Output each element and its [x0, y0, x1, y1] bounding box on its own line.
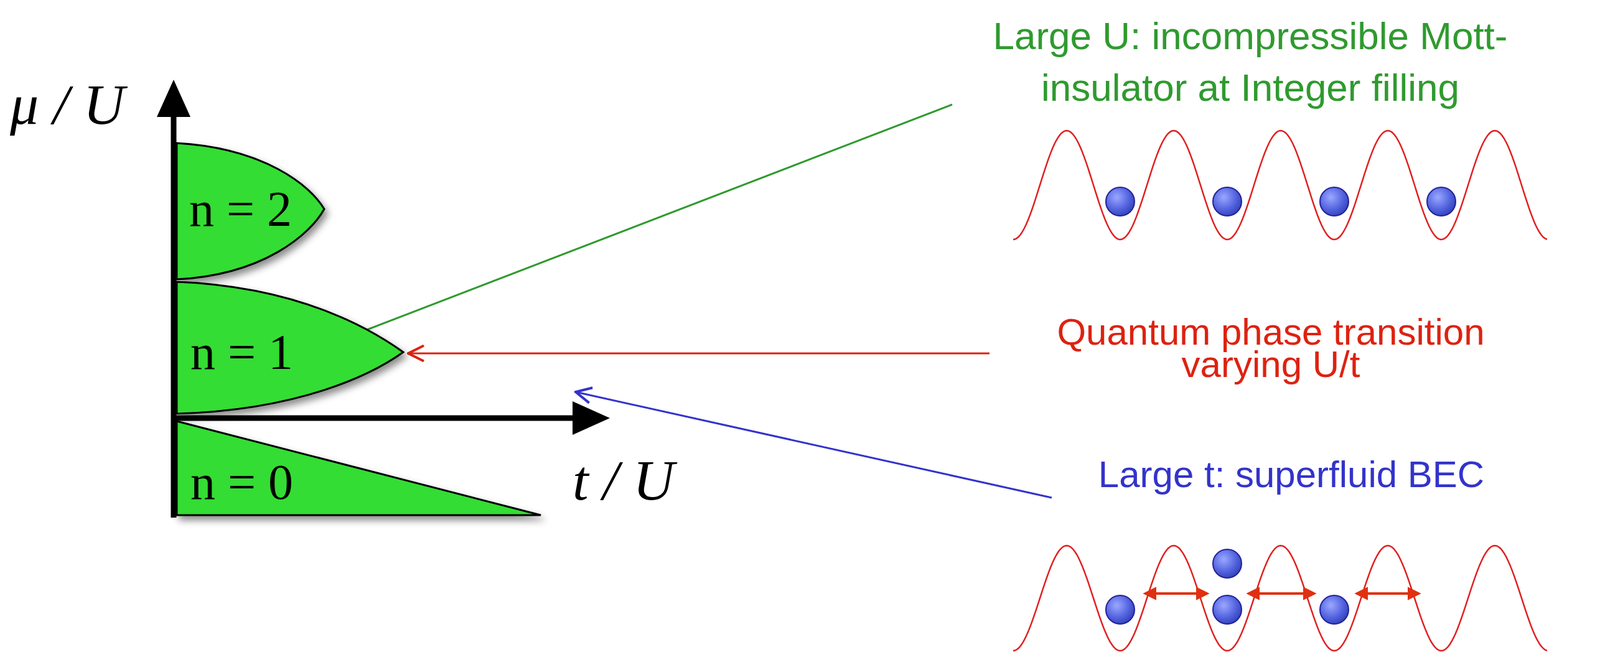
atom: [1212, 595, 1242, 625]
atom: [1105, 595, 1135, 625]
filling-label: n = 2: [189, 184, 292, 234]
phase-lobe: n = 1: [176, 280, 408, 416]
leader-arrow: [408, 352, 990, 355]
atom: [1319, 595, 1349, 625]
filling-label: n = 1: [190, 327, 294, 378]
lobe-outline: [176, 143, 325, 280]
hopping-arrow: [1248, 592, 1315, 595]
lattice-potential: [1013, 130, 1548, 240]
lattice-potential: [1013, 545, 1548, 651]
annotation: Large U: incompressible Mott-insulator a…: [939, 9, 1562, 114]
phase-lobe: n = 2: [176, 141, 330, 281]
atom: [1319, 187, 1349, 216]
lobe-outline: [176, 281, 404, 414]
annotation: Large t: superfluid BEC: [1098, 452, 1485, 498]
hopping-arrow: [1356, 592, 1419, 595]
atom: [1212, 187, 1242, 216]
hopping-arrow: [1145, 592, 1208, 595]
axis-arrowhead: [572, 401, 610, 436]
axis-label: t / U: [572, 451, 675, 510]
phase-lobe: n = 0: [176, 421, 544, 516]
atom: [1212, 549, 1242, 579]
t-axis: [171, 415, 576, 422]
axis-label: μ / U: [9, 75, 125, 134]
lobe-outline: [176, 421, 541, 516]
mu-axis: [171, 112, 177, 518]
atom: [1426, 187, 1456, 216]
axis-arrowhead: [156, 79, 191, 117]
filling-label: n = 0: [190, 457, 294, 508]
annotation: Quantum phase transition varying U/t: [1015, 316, 1526, 381]
atom: [1105, 187, 1135, 216]
leader-arrow: [341, 104, 953, 340]
